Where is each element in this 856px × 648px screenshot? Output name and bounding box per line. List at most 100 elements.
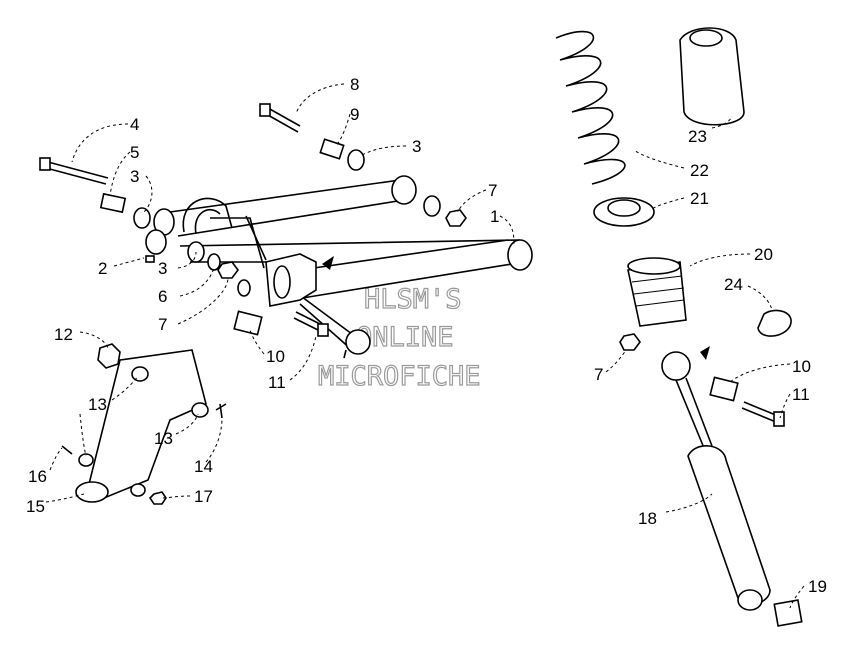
nut-7-left (217, 261, 239, 279)
shock-mount-hardware-right (619, 333, 785, 427)
callout-9: 9 (350, 105, 359, 124)
a-arm-lower-tube (179, 239, 521, 263)
strap-loop (75, 481, 109, 503)
leader-19 (789, 585, 805, 609)
leader-8 (295, 83, 345, 115)
callout-17: 17 (194, 487, 213, 506)
a-arm-rear-pivot (507, 239, 533, 271)
collar-threads (631, 275, 685, 307)
leader-13a (111, 375, 139, 401)
callout-13a: 13 (88, 395, 107, 414)
leader-14 (205, 417, 223, 463)
leader-3c (359, 145, 407, 157)
callout-labels: 1 2 3 3 3 4 5 6 7 7 7 8 9 10 10 11 11 12… (26, 75, 827, 596)
clip-ring (757, 309, 792, 337)
shock-absorber-18 (661, 346, 803, 627)
a-arm-lower-stub (343, 349, 347, 359)
pivot-hardware-front (39, 157, 251, 297)
watermark-line-2: ONLINE (356, 322, 454, 353)
leader-13c (79, 413, 87, 457)
callout-16: 16 (28, 467, 47, 486)
callout-1: 1 (490, 207, 499, 226)
bump-stop-top (689, 29, 723, 47)
shock-top-eye (661, 351, 691, 381)
leader-lines (45, 83, 805, 609)
leader-7b (457, 189, 487, 213)
shock-rod (675, 377, 713, 449)
shock-mount-hardware-left (233, 310, 329, 337)
a-arm-upper-pivot (391, 175, 417, 205)
bolt-8-shaft (265, 107, 301, 133)
spring-coil (555, 30, 626, 185)
a-arm-brace (210, 215, 267, 269)
callout-4: 4 (130, 115, 139, 134)
sleeve-10-left (233, 310, 263, 336)
callout-24: 24 (724, 275, 743, 294)
callout-20: 20 (754, 245, 773, 264)
leader-18 (665, 493, 713, 513)
sleeve-5 (99, 192, 127, 214)
bushing-7-lower (237, 279, 251, 297)
sleeve-9 (319, 138, 345, 160)
bushing-3-rear (347, 149, 365, 171)
leader-16 (49, 447, 63, 471)
nut-7-rear (445, 209, 467, 227)
leader-12 (79, 331, 109, 349)
callout-14: 14 (194, 457, 213, 476)
shock-mount-arrow (322, 256, 334, 270)
screw-16 (61, 445, 73, 455)
callout-7b: 7 (488, 181, 497, 200)
callout-2: 2 (98, 259, 107, 278)
nut-17 (148, 491, 167, 505)
leader-4 (71, 123, 129, 163)
shock-mount-bushing (273, 265, 291, 299)
leader-7c (605, 349, 627, 373)
leader-22 (633, 149, 685, 169)
collar-20 (627, 257, 687, 327)
leader-17 (161, 495, 191, 499)
leader-7a (177, 277, 229, 325)
washer-13-bottom (130, 483, 146, 497)
leader-11b (779, 393, 791, 419)
spring-22 (555, 30, 626, 185)
washer-6 (207, 253, 221, 271)
callout-22: 22 (690, 161, 709, 180)
pivot-hardware-rear (259, 103, 467, 227)
callout-8: 8 (350, 75, 359, 94)
watermark-line-3: MICROFICHE (318, 361, 481, 392)
washer-13-right (191, 402, 209, 418)
a-arm-assembly (153, 175, 533, 359)
callout-15: 15 (26, 497, 45, 516)
leader-13b (175, 413, 199, 435)
callout-7c: 7 (594, 365, 603, 384)
callout-11b: 11 (792, 385, 810, 404)
leader-1 (499, 215, 515, 245)
knob-12 (97, 343, 121, 369)
bolt-4-head (39, 157, 51, 171)
clip-24 (757, 309, 792, 337)
callout-11a: 11 (268, 373, 286, 392)
callout-13b: 13 (154, 429, 173, 448)
callout-19: 19 (808, 577, 827, 596)
callout-7a: 7 (158, 315, 167, 334)
leader-2 (113, 257, 145, 267)
callout-3a: 3 (130, 167, 139, 186)
a-arm-main-tube (285, 239, 513, 301)
bump-stop-body (679, 27, 745, 126)
washer-13-top (131, 366, 149, 382)
bolt-8-head (259, 103, 271, 117)
callout-3c: 3 (412, 137, 421, 156)
leader-21 (649, 197, 685, 211)
bump-stop-23 (679, 27, 745, 126)
shock-body (687, 445, 771, 606)
bolt-11-right-shaft (741, 401, 779, 423)
callout-3b: 3 (158, 259, 167, 278)
grease-fitting-2 (145, 255, 155, 263)
leader-10a (249, 329, 265, 355)
leader-3a (143, 175, 153, 213)
spring-retainer-21 (593, 197, 655, 227)
washer-13-left (78, 453, 94, 467)
a-arm-hoop (182, 197, 233, 235)
